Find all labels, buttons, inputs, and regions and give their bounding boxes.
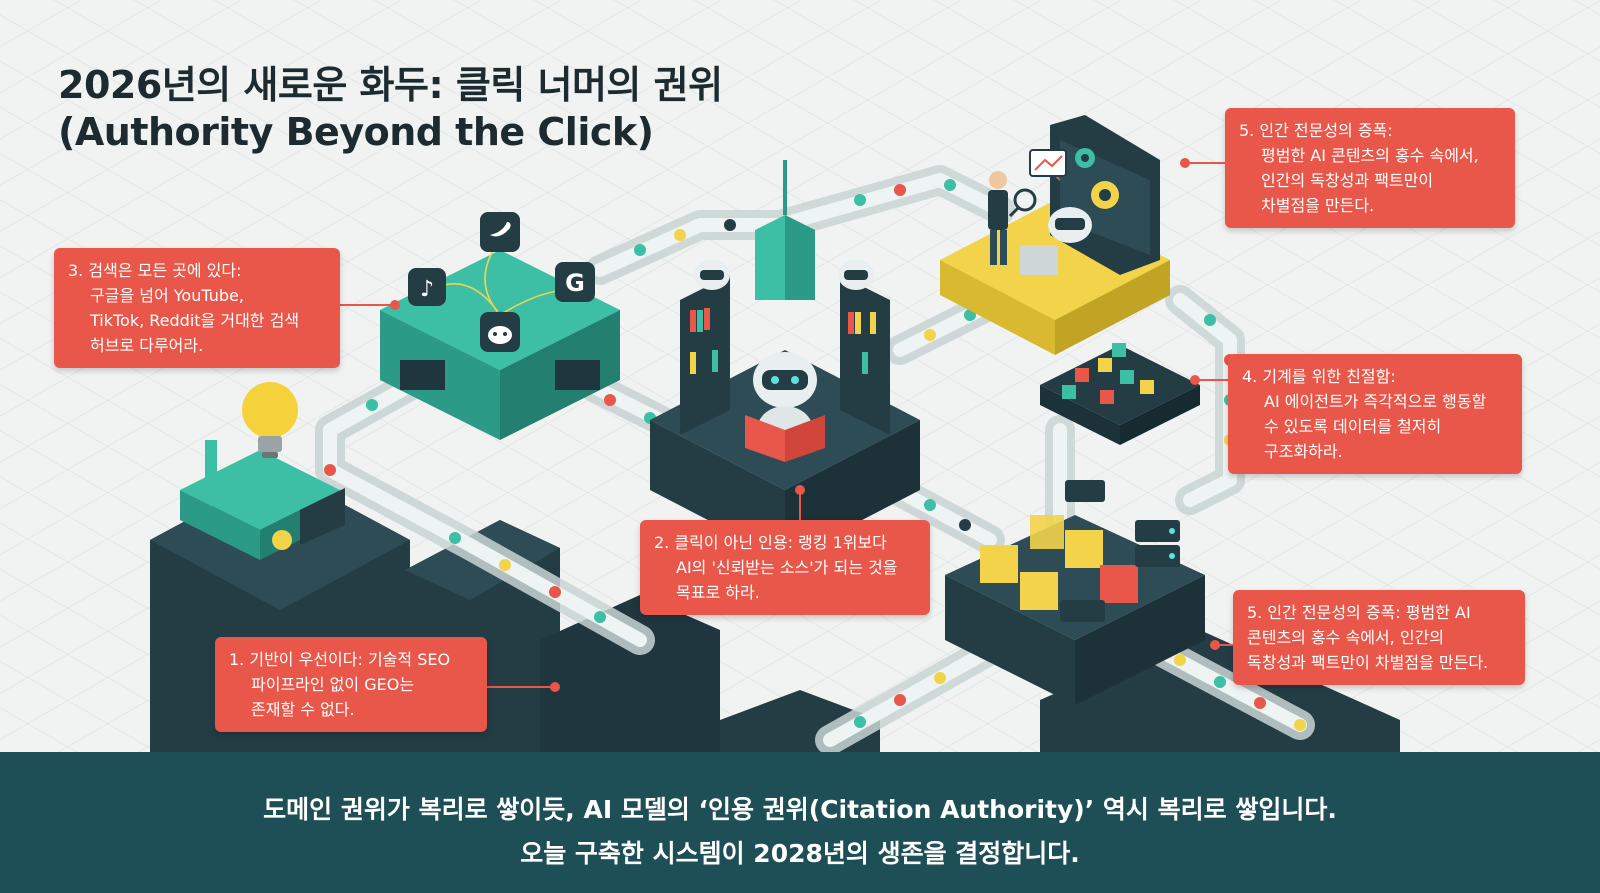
page-title: 2026년의 새로운 화두: 클릭 너머의 권위 bbox=[58, 63, 723, 107]
callout-text: 구글을 넘어 YouTube, bbox=[90, 286, 244, 305]
svg-text:G: G bbox=[565, 269, 585, 297]
callout-text: 차별점을 만든다. bbox=[1261, 196, 1375, 215]
callout-text: 1. 기반이 우선이다: 기술적 SEO bbox=[229, 650, 451, 669]
callout-text: 5. 인간 전문성의 증폭: bbox=[1239, 121, 1393, 140]
callout-text: 파이프라인 없이 GEO는 bbox=[251, 675, 415, 694]
gear-icon bbox=[1075, 148, 1119, 209]
callout-text: 구조화하라. bbox=[1264, 442, 1343, 461]
callout-2-citation-not-click: 2. 클릭이 아닌 인용: 랭킹 1위보다 AI의 '신뢰받는 소스'가 되는 … bbox=[640, 520, 930, 615]
callout-text: 허브로 다루어라. bbox=[90, 336, 204, 355]
callout-text: AI 에이전트가 즉각적으로 행동할 bbox=[1264, 392, 1487, 411]
footer-banner: 도메인 권위가 복리로 쌓이듯, AI 모델의 ‘인용 권위(Citation … bbox=[0, 752, 1600, 893]
footer-text: 오늘 구축한 시스템이 2028년의 생존을 결정합니다. bbox=[520, 839, 1080, 868]
callout-text: AI의 '신뢰받는 소스'가 되는 것을 bbox=[676, 558, 898, 577]
tiktok-icon: ♪ bbox=[408, 268, 446, 306]
callout-text: 4. 기계를 위한 친절함: bbox=[1242, 367, 1396, 386]
twitter-icon bbox=[480, 212, 520, 252]
server-icon bbox=[1060, 480, 1180, 622]
callout-text: 3. 검색은 모든 곳에 있다: bbox=[68, 261, 242, 280]
server-platform bbox=[945, 515, 1205, 705]
callout-text: TikTok, Reddit을 거대한 검색 bbox=[90, 311, 300, 330]
callout-5-human-expertise-bottom: 5. 인간 전문성의 증폭: 평범한 AI 콘텐츠의 홍수 속에서, 인간의 독… bbox=[1233, 590, 1525, 685]
callout-text: 목표로 하라. bbox=[676, 583, 760, 602]
svg-text:♪: ♪ bbox=[420, 277, 434, 302]
callout-text: 5. 인간 전문성의 증폭: 평범한 AI bbox=[1247, 603, 1471, 622]
callout-5-human-expertise-top: 5. 인간 전문성의 증폭: 평범한 AI 콘텐츠의 홍수 속에서, 인간의 독… bbox=[1225, 108, 1515, 228]
callout-text: 평범한 AI 콘텐츠의 홍수 속에서, bbox=[1261, 146, 1479, 165]
small-robot-left bbox=[694, 260, 730, 290]
callout-text: 독창성과 팩트만이 차별점을 만든다. bbox=[1247, 653, 1489, 672]
lightbulb-icon bbox=[242, 382, 298, 458]
structured-data-platform bbox=[1040, 343, 1200, 445]
callout-text: 2. 클릭이 아닌 인용: 랭킹 1위보다 bbox=[654, 533, 887, 552]
footer-text: 도메인 권위가 복리로 쌓이듯, AI 모델의 ‘인용 권위(Citation … bbox=[263, 795, 1337, 824]
callout-4-machine-friendly: 4. 기계를 위한 친절함: AI 에이전트가 즉각적으로 행동할 수 있도록 … bbox=[1228, 354, 1522, 474]
callout-text: 인간의 독창성과 팩트만이 bbox=[1261, 171, 1434, 190]
small-robot-right bbox=[838, 260, 874, 290]
callout-1-foundation-first: 1. 기반이 우선이다: 기술적 SEO 파이프라인 없이 GEO는 존재할 수… bbox=[215, 637, 487, 732]
book-icon bbox=[745, 415, 825, 462]
reddit-icon bbox=[480, 312, 520, 352]
magnifier-icon bbox=[1008, 188, 1037, 218]
callout-text: 존재할 수 없다. bbox=[251, 700, 355, 719]
page-subtitle: (Authority Beyond the Click) bbox=[58, 110, 654, 154]
monitor-icon bbox=[1029, 149, 1067, 177]
foundation-platform bbox=[180, 440, 345, 560]
callout-text: 콘텐츠의 홍수 속에서, 인간의 bbox=[1247, 628, 1444, 647]
google-icon: G bbox=[555, 262, 595, 302]
callout-text: 수 있도록 데이터를 철저히 bbox=[1264, 417, 1442, 436]
callout-3-search-everywhere: 3. 검색은 모든 곳에 있다: 구글을 넘어 YouTube, TikTok,… bbox=[54, 248, 340, 368]
